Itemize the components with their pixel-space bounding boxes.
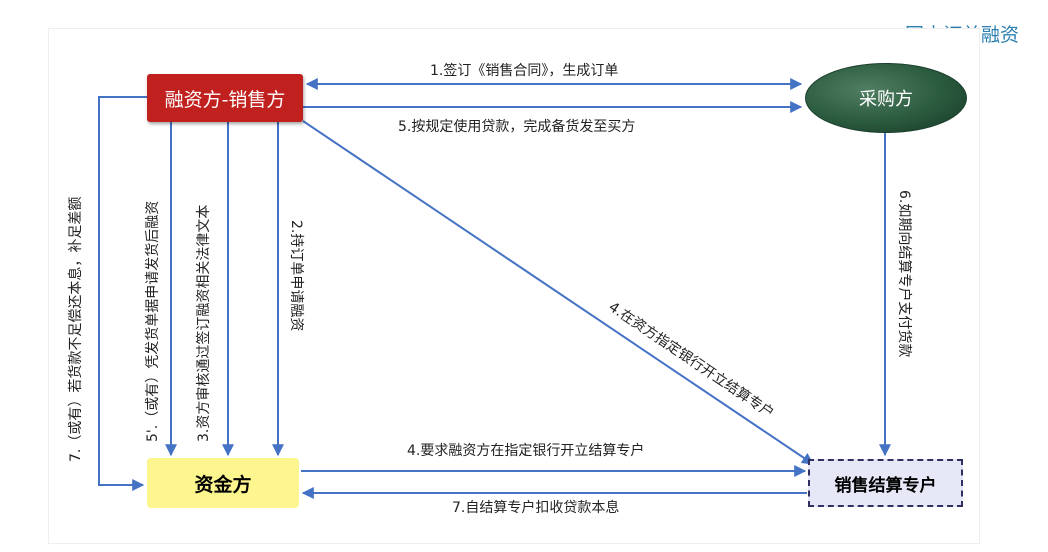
edge-label-shipment: 5'.（或有）凭发货单据申请发货后融资 <box>145 200 161 442</box>
settlement-account-node: 销售结算专户 <box>808 459 963 507</box>
edge-label-shortfall: 7.（或有）若货款不足偿还本息，补足差额 <box>68 196 84 462</box>
seller-node: 融资方-销售方 <box>147 74 303 122</box>
edge-label-deduct: 7.自结算专户扣收贷款本息 <box>452 500 620 516</box>
edge-label-goods: 5.按规定使用贷款，完成备货发至买方 <box>398 119 636 135</box>
funder-node: 资金方 <box>147 458 299 508</box>
edge-open-account-arrow <box>302 120 814 465</box>
edge-label-payment: 6.如期向结算专户支付货款 <box>896 190 912 358</box>
edge-label-contract: 1.签订《销售合同》，生成订单 <box>430 63 619 79</box>
edge-label-require-account: 4.要求融资方在指定银行开立结算专户 <box>407 443 645 459</box>
edge-label-review: 3.资方审核通过签订融资相关法律文本 <box>196 204 212 442</box>
buyer-node: 采购方 <box>805 63 967 133</box>
edge-shortfall-arrow <box>98 96 147 491</box>
edge-label-apply: 2.持订单申请融资 <box>288 220 304 332</box>
